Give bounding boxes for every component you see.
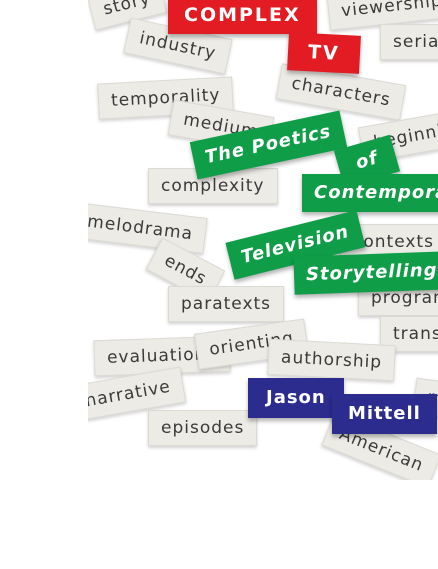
word-episodes: episodes (148, 410, 258, 446)
subtitle-contemporary: Contemporary (302, 174, 438, 212)
word-serial: serial (380, 24, 438, 60)
word-paratexts: paratexts (168, 286, 285, 322)
title-complex: COMPLEX (168, 0, 317, 34)
title-tv: TV (287, 32, 361, 74)
author-first-name: Jason (248, 378, 344, 418)
book-cover: story viewership industry serial charact… (88, 0, 438, 480)
subtitle-storytelling: Storytelling (293, 251, 438, 295)
word-authorship: authorship (267, 338, 397, 382)
word-melodrama: melodrama (88, 202, 209, 254)
author-last-name: Mittell (332, 394, 437, 434)
